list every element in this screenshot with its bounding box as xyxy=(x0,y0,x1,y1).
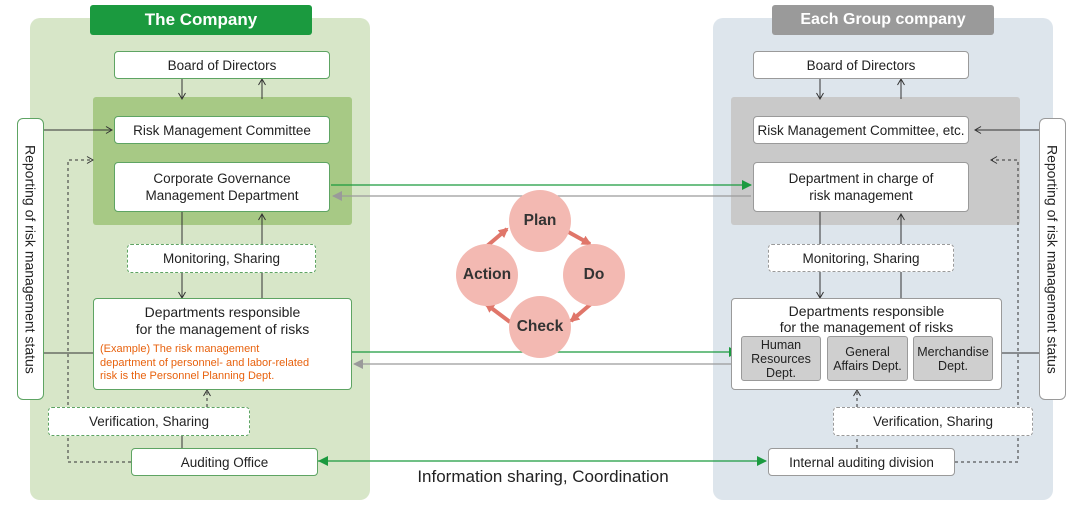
cycle-check: Check xyxy=(509,296,571,358)
group-reporting-label: Reporting of risk management status xyxy=(1039,118,1066,400)
group-internal-auditing: Internal auditing division xyxy=(768,448,955,476)
company-auditing-office: Auditing Office xyxy=(131,448,318,476)
group-departments-title: Departments responsible for the manageme… xyxy=(779,303,954,335)
information-sharing-label: Information sharing, Coordination xyxy=(417,467,669,486)
company-departments-title: Departments responsible for the manageme… xyxy=(135,304,310,337)
company-monitoring-sharing: Monitoring, Sharing xyxy=(127,244,316,273)
company-departments-box: Departments responsible for the manageme… xyxy=(93,298,352,390)
group-board-of-directors: Board of Directors xyxy=(753,51,969,79)
company-verification-sharing: Verification, Sharing xyxy=(48,407,250,436)
group-sub-dept-merchandise: Merchandise Dept. xyxy=(913,336,993,381)
cycle-action: Action xyxy=(456,244,518,306)
company-board-of-directors: Board of Directors xyxy=(114,51,330,79)
company-title: The Company xyxy=(90,5,312,35)
group-risk-department: Department in charge of risk management xyxy=(753,162,969,212)
company-governance-department: Corporate Governance Management Departme… xyxy=(114,162,330,212)
group-sub-dept-general-affairs: General Affairs Dept. xyxy=(827,336,908,381)
company-reporting-label: Reporting of risk management status xyxy=(17,118,44,400)
group-company-title: Each Group company xyxy=(772,5,994,35)
group-monitoring-sharing: Monitoring, Sharing xyxy=(768,244,954,272)
group-risk-committee: Risk Management Committee, etc. xyxy=(753,116,969,144)
group-verification-sharing: Verification, Sharing xyxy=(833,407,1033,436)
cycle-plan: Plan xyxy=(509,190,571,252)
company-departments-example: (Example) The risk management department… xyxy=(100,343,310,382)
cycle-do: Do xyxy=(563,244,625,306)
company-risk-committee: Risk Management Committee xyxy=(114,116,330,144)
group-sub-dept-human-resources: Human Resources Dept. xyxy=(741,336,821,381)
